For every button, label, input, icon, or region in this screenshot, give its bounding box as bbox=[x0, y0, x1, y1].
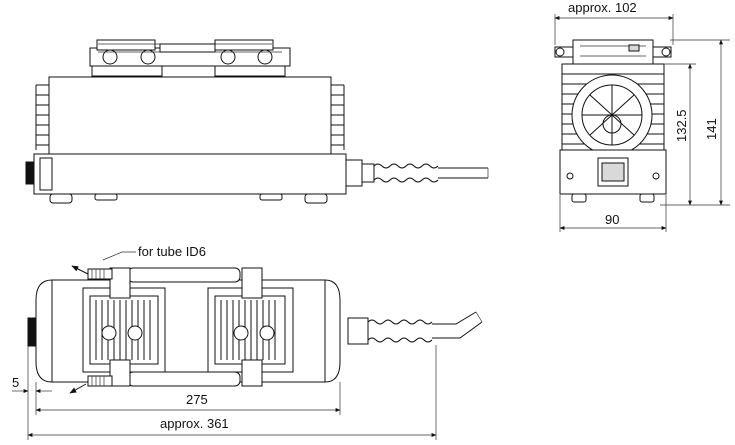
label-approx-361: approx. 361 bbox=[160, 416, 229, 431]
label-132-5: 132.5 bbox=[674, 109, 689, 142]
front-housing bbox=[25, 76, 347, 204]
label-5: 5 bbox=[12, 375, 19, 390]
top-view bbox=[27, 265, 483, 394]
front-pump-heads bbox=[89, 39, 291, 77]
label-90: 90 bbox=[605, 212, 619, 227]
front-view bbox=[25, 39, 489, 204]
head-plate-left bbox=[82, 287, 166, 373]
label-approx-102: approx. 102 bbox=[568, 0, 637, 15]
label-141: 141 bbox=[704, 118, 719, 140]
label-for-tube: for tube ID6 bbox=[138, 244, 206, 259]
front-cable bbox=[345, 159, 489, 187]
dimensions bbox=[12, 14, 730, 440]
side-view bbox=[554, 39, 672, 203]
label-275: 275 bbox=[186, 392, 208, 407]
head-plate-right bbox=[207, 287, 294, 373]
